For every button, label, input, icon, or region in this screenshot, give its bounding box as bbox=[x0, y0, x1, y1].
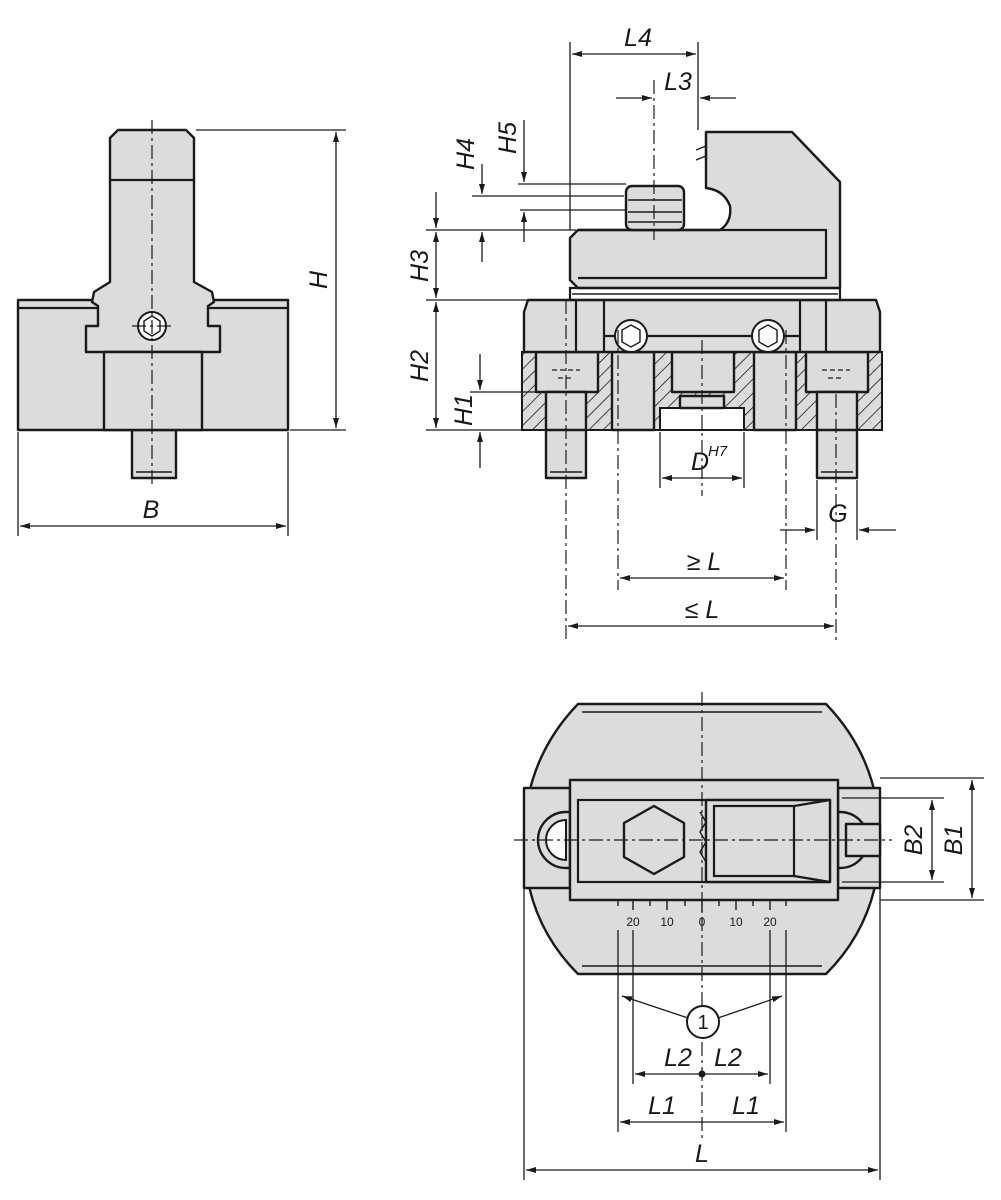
clamping-jaw bbox=[568, 130, 842, 290]
dim-label-b2: B2 bbox=[900, 825, 928, 856]
counterbore-left bbox=[534, 350, 600, 394]
side-view: L4 L3 H4 H5 H3 H2 H1 D H7 bbox=[406, 24, 896, 640]
top-hex-screw bbox=[622, 804, 686, 876]
dim-label-h1: H1 bbox=[450, 394, 478, 426]
dim-label-h4: H4 bbox=[452, 138, 480, 170]
slider-block bbox=[522, 298, 882, 354]
front-slider-body bbox=[102, 350, 204, 432]
dim-label-max-pitch: ≤ L bbox=[685, 596, 720, 624]
dim-label-h3: H3 bbox=[406, 250, 434, 282]
dim-label-b: B bbox=[143, 496, 160, 524]
dim-label-h5: H5 bbox=[494, 122, 522, 154]
top-jaw bbox=[704, 798, 832, 884]
dim-label-l3: L3 bbox=[664, 68, 692, 96]
dim-label-d: D bbox=[691, 448, 709, 476]
bore-pocket bbox=[670, 350, 736, 394]
dim-label-d-tolerance: H7 bbox=[708, 443, 728, 460]
dim-label-l: L bbox=[695, 1140, 709, 1168]
scale-right-10: 10 bbox=[729, 915, 743, 929]
dim-label-l4: L4 bbox=[624, 24, 652, 52]
front-stud bbox=[130, 428, 178, 480]
dim-label-b1: B1 bbox=[940, 825, 968, 856]
counterbore-right bbox=[804, 350, 870, 394]
callout-number: 1 bbox=[697, 1012, 708, 1034]
front-view: H B bbox=[16, 120, 346, 536]
screw-left bbox=[614, 319, 648, 353]
dim-label-h2: H2 bbox=[406, 350, 434, 382]
dim-label-h: H bbox=[305, 270, 333, 289]
front-jaw-profile bbox=[84, 128, 222, 354]
callout-circle bbox=[686, 1005, 720, 1039]
screw-right bbox=[751, 319, 785, 353]
dim-label-g: G bbox=[828, 500, 847, 528]
scale-left-20: 20 bbox=[626, 915, 640, 929]
dim-label-l1-left: L1 bbox=[648, 1092, 676, 1120]
pressure-screw bbox=[624, 184, 686, 232]
scale-left-10: 10 bbox=[660, 915, 674, 929]
scale-right-20: 20 bbox=[763, 915, 777, 929]
top-view: 20 10 0 10 20 B2 B1 1 L2 L2 bbox=[514, 692, 984, 1180]
dim-label-l2-left: L2 bbox=[664, 1044, 692, 1072]
dim-label-l2-right: L2 bbox=[714, 1044, 742, 1072]
dim-label-min-pitch: ≥ L bbox=[687, 548, 722, 576]
dim-label-l1-right: L1 bbox=[732, 1092, 760, 1120]
